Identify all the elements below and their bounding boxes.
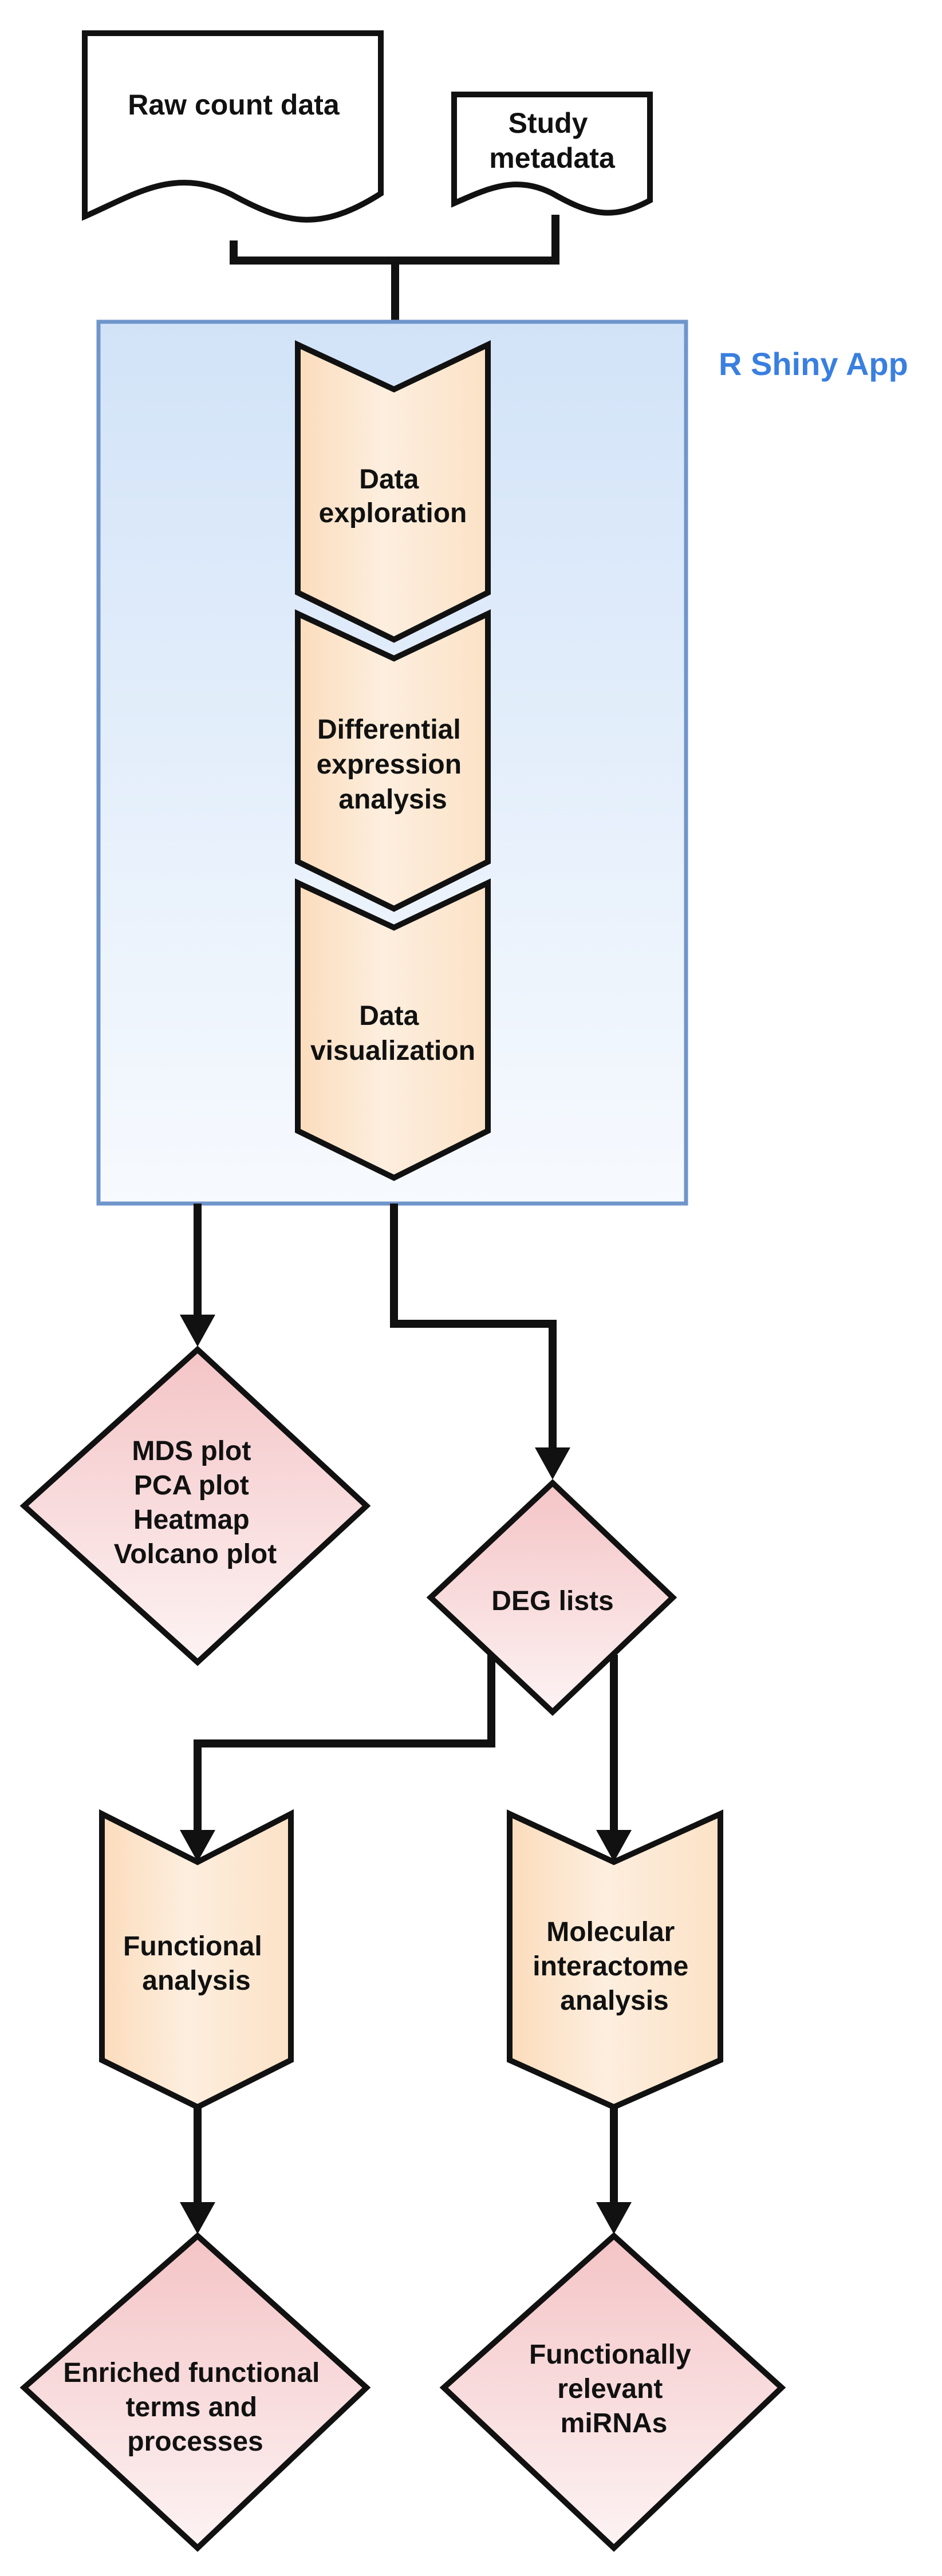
differential-expression-label: Differential expression analysis: [317, 715, 470, 815]
relevant-mirnas-output: Functionally relevant miRNAs: [439, 2232, 786, 2552]
arrowhead-to-molecular: [596, 1830, 632, 1862]
deg-lists-label: DEG lists: [491, 1586, 613, 1616]
differential-expression-step: Differential expression analysis: [295, 609, 491, 912]
arrowhead-to-mirna: [596, 2202, 632, 2234]
molecular-interactome-step: Molecular interactome analysis: [507, 1809, 723, 2110]
enriched-terms-label: Enriched functional terms and processes: [63, 2358, 327, 2457]
arrowhead-to-plots: [180, 1315, 215, 1347]
data-visualization-step: Data visualization: [295, 878, 491, 1181]
data-exploration-label: Data exploration: [319, 464, 467, 528]
study-metadata-document: Study metadata: [451, 92, 653, 216]
functional-analysis-label: Functional analysis: [123, 1931, 270, 1996]
plots-output: MDS plot PCA plot Heatmap Volcano plot: [19, 1346, 371, 1666]
data-visualization-label: Data visualization: [310, 1001, 475, 1066]
molecular-interactome-label: Molecular interactome analysis: [533, 1917, 696, 2016]
enriched-terms-output: Enriched functional terms and processes: [19, 2232, 371, 2552]
arrowhead-to-enriched: [180, 2202, 215, 2234]
plots-output-label: MDS plot PCA plot Heatmap Volcano plot: [114, 1436, 277, 1569]
connector-inputs: [230, 215, 559, 265]
connector-app-to-deg: [390, 1204, 557, 1450]
arrowhead-to-deg: [535, 1447, 570, 1480]
arrowhead-to-functional: [180, 1830, 215, 1862]
functional-analysis-step: Functional analysis: [99, 1809, 294, 2110]
deg-lists-output: DEG lists: [426, 1479, 677, 1716]
study-metadata-label: Study metadata: [489, 107, 616, 174]
relevant-mirnas-label: Functionally relevant miRNAs: [529, 2340, 699, 2439]
data-exploration-step: Data exploration: [295, 340, 491, 643]
connector-deg-to-functional: [194, 1655, 495, 1832]
raw-count-data-document: Raw count data: [82, 30, 384, 223]
r-shiny-app-label: R Shiny App: [719, 346, 908, 382]
raw-count-data-label: Raw count data: [128, 89, 340, 121]
